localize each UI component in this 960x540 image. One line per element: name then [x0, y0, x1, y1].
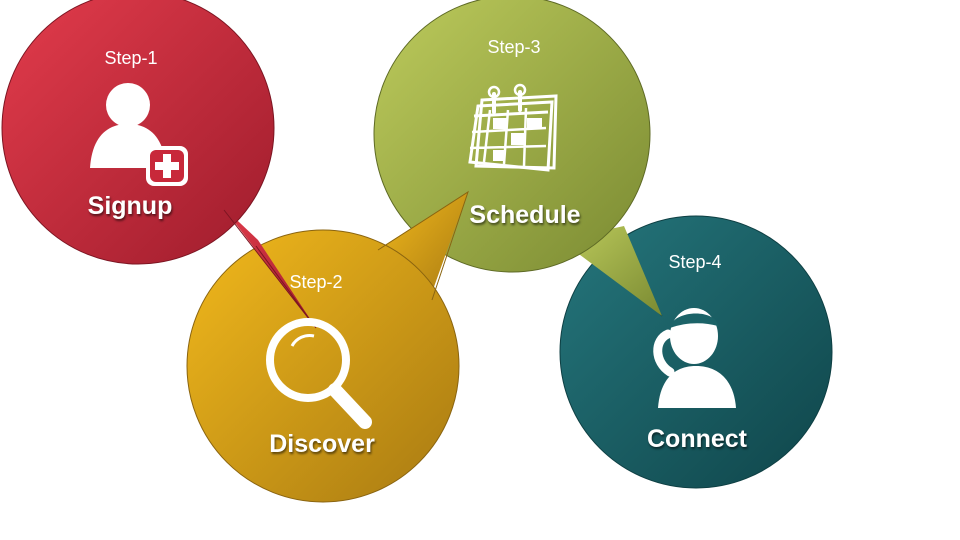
user-phone-icon	[653, 308, 736, 408]
step-4-title: Connect	[647, 425, 747, 453]
step-3-title: Schedule	[469, 201, 581, 229]
step-2-title: Discover	[269, 430, 375, 458]
step-2-bubble	[186, 190, 469, 503]
step-2-label: Step-2	[289, 272, 343, 292]
step-1-title: Signup	[87, 192, 173, 220]
user-add-icon	[90, 83, 188, 186]
calendar-icon	[468, 83, 558, 172]
magnifier-icon	[266, 318, 372, 429]
step-3-label: Step-3	[487, 37, 541, 57]
step-4-label: Step-4	[668, 252, 722, 272]
step-1-label: Step-1	[104, 48, 158, 68]
